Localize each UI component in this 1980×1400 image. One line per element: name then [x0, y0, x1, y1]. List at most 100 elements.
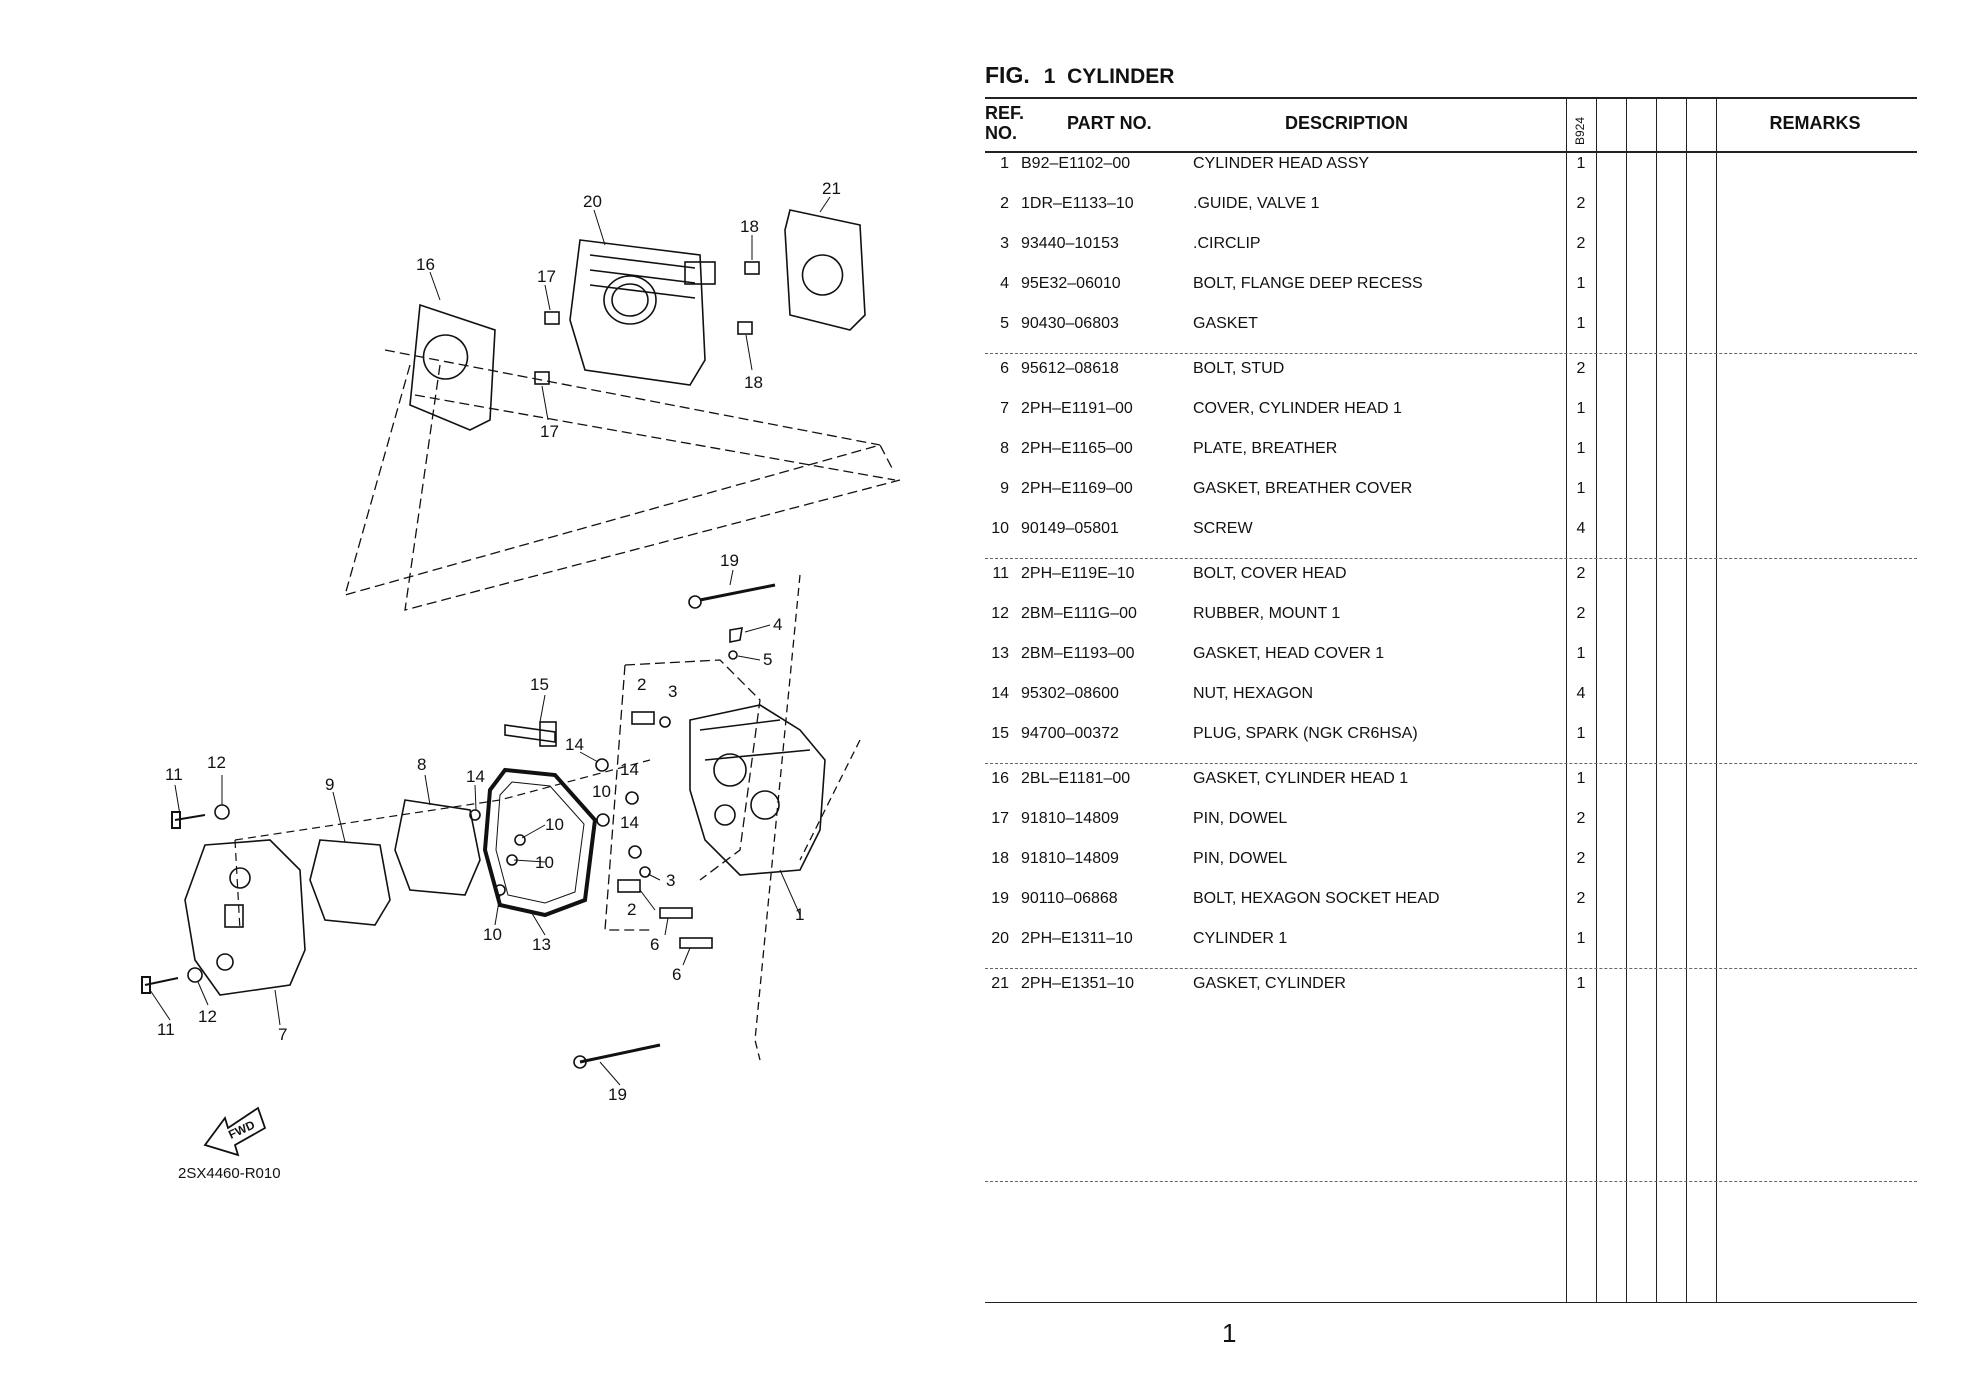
description-cell: NUT, HEXAGON: [1193, 685, 1314, 702]
callout-14: 14: [620, 813, 639, 832]
ref-no-cell: 11: [992, 565, 1009, 582]
callout-14: 10: [592, 782, 611, 801]
part-no-cell: 94700–00372: [1021, 725, 1119, 742]
part-no-cell: 91810–14809: [1021, 810, 1119, 827]
callout-16: 16: [416, 255, 435, 274]
ref-no-cell: 10: [991, 520, 1009, 537]
gasket-13-shape: [482, 767, 598, 918]
exploded-parts-diagram: 20 21 16 17 18 18 17 19 4 5 15 2 3 14 14…: [141, 179, 901, 1182]
table-bottom-rule: [985, 1301, 1917, 1303]
callout-2: 2: [627, 900, 636, 919]
ref-no-cell: 1: [1000, 155, 1009, 172]
nut-14-shape: [595, 758, 609, 772]
quantity-cell: 1: [1576, 440, 1586, 457]
description-cell: BOLT, HEXAGON SOCKET HEAD: [1193, 890, 1440, 907]
nut-14-shape: [596, 813, 610, 827]
plate-8-shape: [394, 799, 481, 896]
bolt-19-head: [573, 1055, 587, 1069]
quantity-cell: 1: [1576, 975, 1586, 992]
description-cell: PLATE, BREATHER: [1193, 440, 1338, 457]
quantity-cell: 1: [1576, 155, 1586, 172]
bolt-11-shape: [141, 976, 179, 994]
ref-no-cell: 6: [1000, 360, 1009, 377]
description-cell: GASKET, CYLINDER HEAD 1: [1193, 770, 1409, 787]
table-row: 8 2PH–E1165–00 PLATE, BREATHER 1: [985, 440, 1917, 464]
projection-line: [799, 739, 861, 861]
ref-no-cell: 21: [991, 975, 1009, 992]
spark-plug-15-shape: [504, 721, 557, 747]
quantity-cell: 1: [1576, 275, 1586, 292]
circlip-3-shape: [659, 716, 671, 728]
bolt-4-shape: [729, 627, 743, 643]
gasket-9-shape: [309, 839, 391, 926]
description-cell: .CIRCLIP: [1193, 235, 1261, 252]
callout-6: 6: [672, 965, 681, 984]
callout-9: 9: [325, 775, 334, 794]
part-no-cell: 2BL–E1181–00: [1021, 770, 1131, 787]
projection-line: [234, 759, 651, 841]
callout-18: 18: [744, 373, 763, 392]
description-cell: PIN, DOWEL: [1193, 810, 1288, 827]
quantity-cell: 4: [1576, 685, 1586, 702]
bolt-19-head: [688, 595, 702, 609]
part-no-cell: 2BM–E1193–00: [1021, 645, 1135, 662]
part-no-cell: 2PH–E1165–00: [1021, 440, 1133, 457]
part-no-cell: B92–E1102–00: [1021, 155, 1131, 172]
callout-5: 5: [763, 650, 772, 669]
quantity-cell: 1: [1576, 930, 1586, 947]
part-no-cell: 2PH–E1311–10: [1021, 930, 1133, 947]
part-no-cell: 2PH–E1169–00: [1021, 480, 1133, 497]
circlip-3-shape: [639, 866, 651, 878]
callout-3: 3: [668, 682, 677, 701]
quantity-cell: 2: [1576, 605, 1586, 622]
part-no-cell: 2BM–E111G–00: [1021, 605, 1137, 622]
callout-15: 15: [530, 675, 549, 694]
header-model-code: B924: [1573, 116, 1587, 145]
group-separator: [985, 1181, 1917, 1182]
part-no-cell: 90110–06868: [1021, 890, 1118, 907]
gasket-13-inner: [495, 781, 585, 904]
description-cell: CYLINDER 1: [1193, 930, 1288, 947]
callout-8: 8: [417, 755, 426, 774]
rubber-12-shape: [187, 967, 203, 983]
description-cell: GASKET, CYLINDER: [1193, 975, 1346, 992]
ref-no-cell: 14: [991, 685, 1009, 702]
quantity-cell: 2: [1576, 890, 1586, 907]
cylinder-20-shape: [569, 239, 716, 386]
ref-no-cell: 3: [1000, 235, 1009, 252]
callout-11: 11: [165, 765, 183, 784]
description-cell: SCREW: [1193, 520, 1253, 537]
description-cell: COVER, CYLINDER HEAD 1: [1193, 400, 1402, 417]
ref-no-cell: 5: [1000, 315, 1009, 332]
callout-10: 10: [483, 925, 502, 944]
quantity-cell: 2: [1576, 810, 1586, 827]
projection-line: [234, 839, 241, 931]
ref-no-cell: 9: [1000, 480, 1009, 497]
ref-no-cell: 4: [1000, 275, 1009, 292]
group-separator: [985, 968, 1917, 969]
part-no-cell: 90430–06803: [1021, 315, 1119, 332]
callout-12: 12: [198, 1007, 217, 1026]
callout-10: 10: [535, 853, 554, 872]
description-cell: RUBBER, MOUNT 1: [1193, 605, 1341, 622]
callout-20: 20: [583, 192, 602, 211]
group-separator: [985, 558, 1917, 559]
callout-10: 14: [466, 767, 485, 786]
part-no-cell: 95302–08600: [1021, 685, 1119, 702]
header-ref-no: REF. NO.: [985, 103, 1025, 143]
callout-4: 4: [773, 615, 782, 634]
ref-no-cell: 8: [1000, 440, 1009, 457]
callout-13: 13: [532, 935, 551, 954]
group-separator: [985, 353, 1917, 354]
